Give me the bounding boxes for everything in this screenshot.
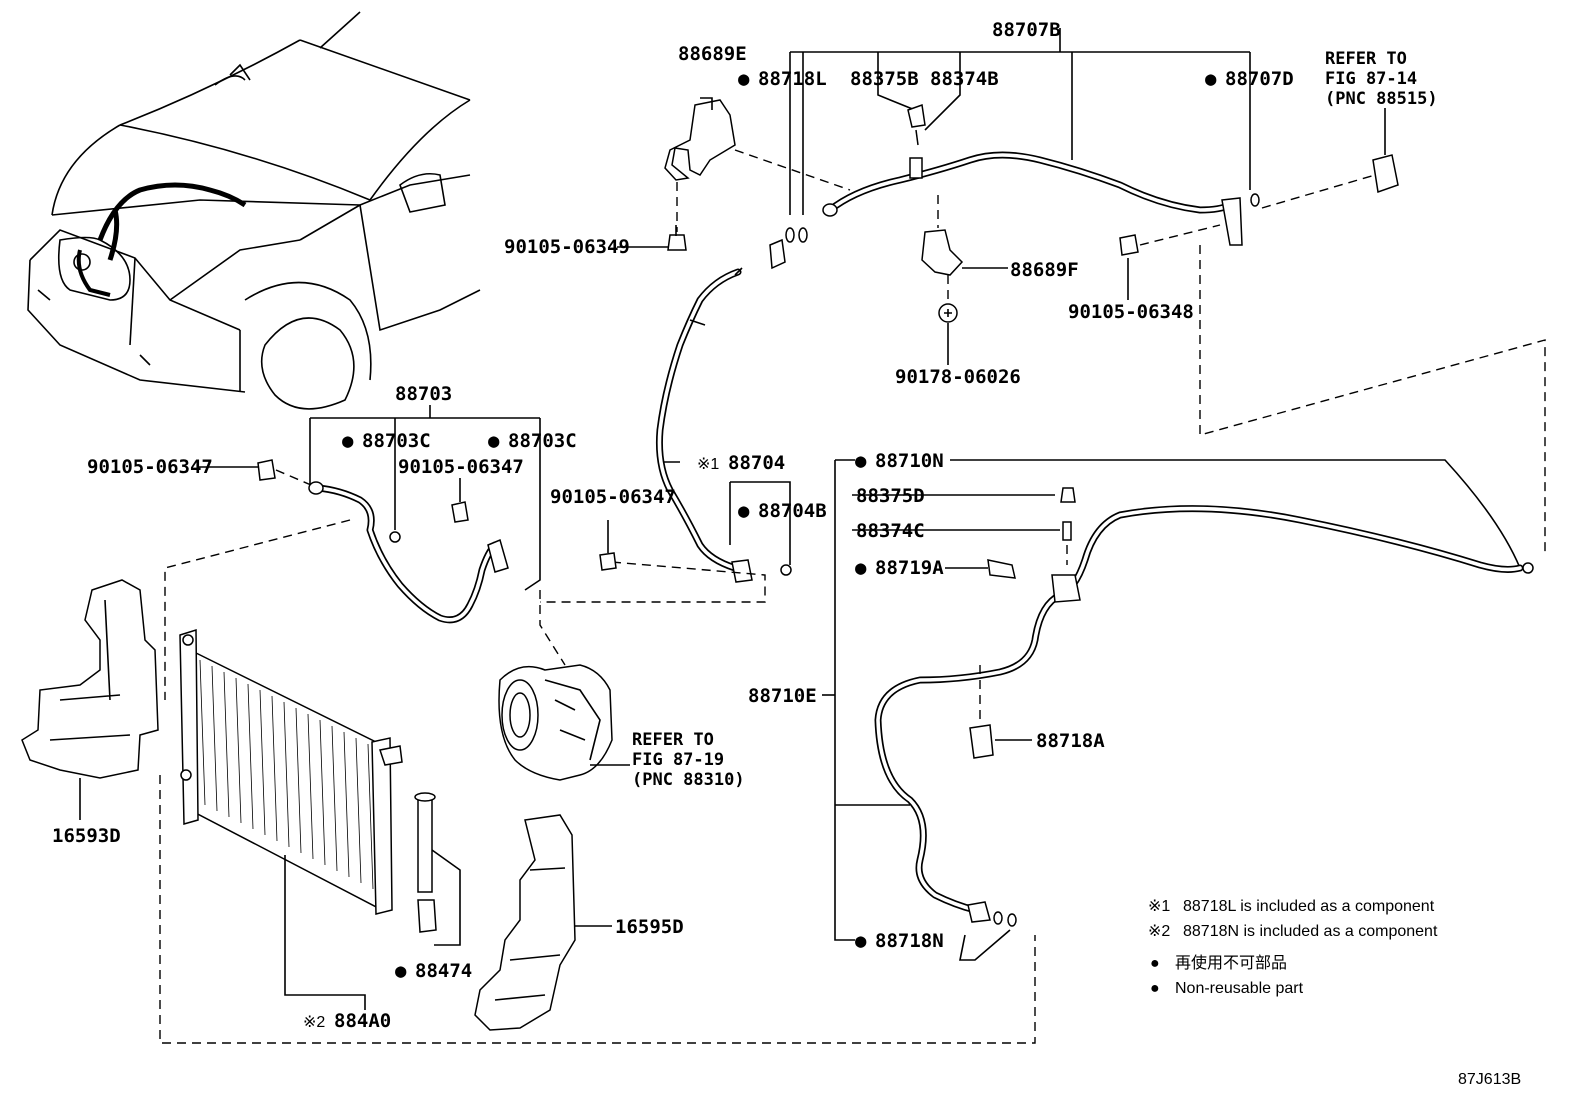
label-88704: 88704 [728,452,785,474]
nonreusable-marker: ● [855,557,867,579]
ref-88515-line1: REFER TO [1325,49,1407,69]
label-88718A: 88718A [1036,730,1105,752]
label-88710N: 88710N [875,450,944,472]
label-88374B: 88374B [930,68,999,90]
label-88704B: 88704B [758,500,827,522]
label-88710E: 88710E [748,685,817,707]
ref-88310-line3: (PNC 88310) [632,770,745,790]
label-88375D: 88375D [856,485,925,507]
label-90178-06026: 90178-06026 [895,366,1021,388]
label-88689F: 88689F [1010,259,1079,281]
compressor [498,664,630,781]
note2-marker: ※2 [303,1014,325,1031]
label-88719A: 88719A [875,557,944,579]
nonreusable-marker: ● [395,960,407,982]
notes-legend: ※1 88718L is included as a component ※2 … [1148,898,1521,1088]
label-88718L: 88718L [758,68,827,90]
nonreusable-marker: ● [342,430,354,452]
condenser [159,628,1036,1044]
ref-88310-line1: REFER TO [632,730,714,750]
ref-88310-line2: FIG 87-19 [632,750,724,770]
label-88689E: 88689E [678,43,747,65]
ref-88515-line3: (PNC 88515) [1325,89,1438,109]
legend-en-text: Non-reusable part [1175,980,1304,997]
nonreusable-marker: ● [738,68,750,90]
note1-marker: ※1 [1148,898,1170,915]
label-88474: 88474 [415,960,472,982]
note2-text: 88718N is included as a component [1183,923,1438,940]
label-16593D: 16593D [52,825,121,847]
label-88707D: 88707D [1225,68,1294,90]
pipe-88707B-group [617,28,1546,555]
legend-dot: ● [1150,980,1160,997]
label-88718N: 88718N [875,930,944,952]
seal-16595D [474,814,612,1031]
label-90105-06347: 90105-06347 [550,486,676,508]
note2-marker: ※2 [1148,923,1170,940]
label-90105-06347: 90105-06347 [398,456,524,478]
ref-88515-line2: FIG 87-14 [1325,69,1417,89]
nonreusable-marker: ● [1205,68,1217,90]
label-88703C: 88703C [362,430,431,452]
label-88374C: 88374C [856,520,925,542]
part-labels: 88707B 88689E ● 88718L 88375B 88374B ● 8… [52,19,1438,1032]
note1-marker: ※1 [697,456,719,473]
receiver-drier [414,792,461,946]
label-88703C: 88703C [508,430,577,452]
pipe-88710E-group [822,459,1534,961]
label-16595D: 16595D [615,916,684,938]
note1-text: 88718L is included as a component [1183,898,1435,915]
label-90105-06347: 90105-06347 [87,456,213,478]
figure-code: 87J613B [1458,1071,1521,1088]
nonreusable-marker: ● [855,930,867,952]
legend-jp-text: 再使用不可部品 [1175,954,1287,972]
hose-88704-group [540,267,792,603]
label-90105-06348: 90105-06348 [1068,301,1194,323]
label-90105-06349: 90105-06349 [504,236,630,258]
legend-dot: ● [1150,955,1160,972]
label-884A0: 884A0 [334,1010,391,1032]
nonreusable-marker: ● [738,500,750,522]
hose-88703-group [164,405,566,700]
vehicle-illustration [27,11,481,410]
label-88707B: 88707B [992,19,1061,41]
seal-16593D [21,579,159,820]
label-88375B: 88375B [850,68,919,90]
label-88703: 88703 [395,383,452,405]
nonreusable-marker: ● [488,430,500,452]
nonreusable-marker: ● [855,450,867,472]
